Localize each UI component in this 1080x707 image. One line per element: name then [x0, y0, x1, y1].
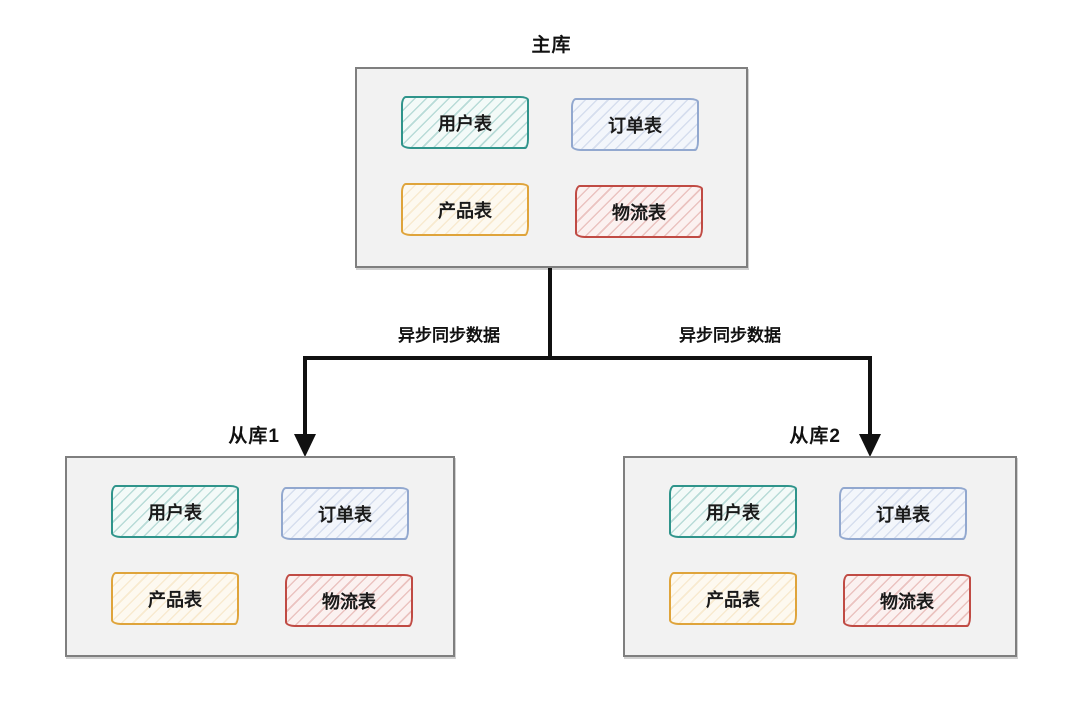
- arrowhead-slave1: [294, 434, 316, 457]
- sync-label-right: 异步同步数据: [679, 326, 781, 345]
- table-label: 产品表: [148, 589, 202, 610]
- slave2-db-container: 用户表 订单表 产品表 物流表: [623, 456, 1017, 657]
- table-label: 订单表: [608, 115, 662, 136]
- slave1-db-container: 用户表 订单表 产品表 物流表: [65, 456, 455, 657]
- slave1-table-logistics: 物流表: [285, 574, 413, 627]
- table-label: 订单表: [876, 504, 930, 525]
- table-label: 产品表: [438, 200, 492, 221]
- master-db-container: 用户表 订单表 产品表 物流表: [355, 67, 748, 268]
- slave1-table-orders: 订单表: [281, 487, 409, 540]
- master-table-products: 产品表: [401, 183, 529, 236]
- table-label: 用户表: [148, 502, 202, 523]
- slave2-table-products: 产品表: [669, 572, 797, 625]
- arrow-master-to-slave2: [548, 268, 872, 438]
- slave2-table-orders: 订单表: [839, 487, 967, 540]
- slave2-table-logistics: 物流表: [843, 574, 971, 627]
- master-table-orders: 订单表: [571, 98, 699, 151]
- table-label: 物流表: [612, 202, 666, 223]
- table-label: 订单表: [318, 504, 372, 525]
- slave1-table-products: 产品表: [111, 572, 239, 625]
- table-label: 物流表: [322, 591, 376, 612]
- table-label: 用户表: [706, 502, 760, 523]
- table-label: 物流表: [880, 591, 934, 612]
- slave2-table-users: 用户表: [669, 485, 797, 538]
- master-table-users: 用户表: [401, 96, 529, 149]
- arrow-master-to-slave1: [303, 268, 552, 438]
- slave1-db-title: 从库1: [228, 426, 280, 447]
- arrowhead-slave2: [859, 434, 881, 457]
- sync-label-left: 异步同步数据: [398, 326, 500, 345]
- table-label: 产品表: [706, 589, 760, 610]
- slave1-table-users: 用户表: [111, 485, 239, 538]
- table-label: 用户表: [438, 113, 492, 134]
- slave2-db-title: 从库2: [789, 426, 841, 447]
- master-db-title: 主库: [531, 35, 572, 56]
- master-table-logistics: 物流表: [575, 185, 703, 238]
